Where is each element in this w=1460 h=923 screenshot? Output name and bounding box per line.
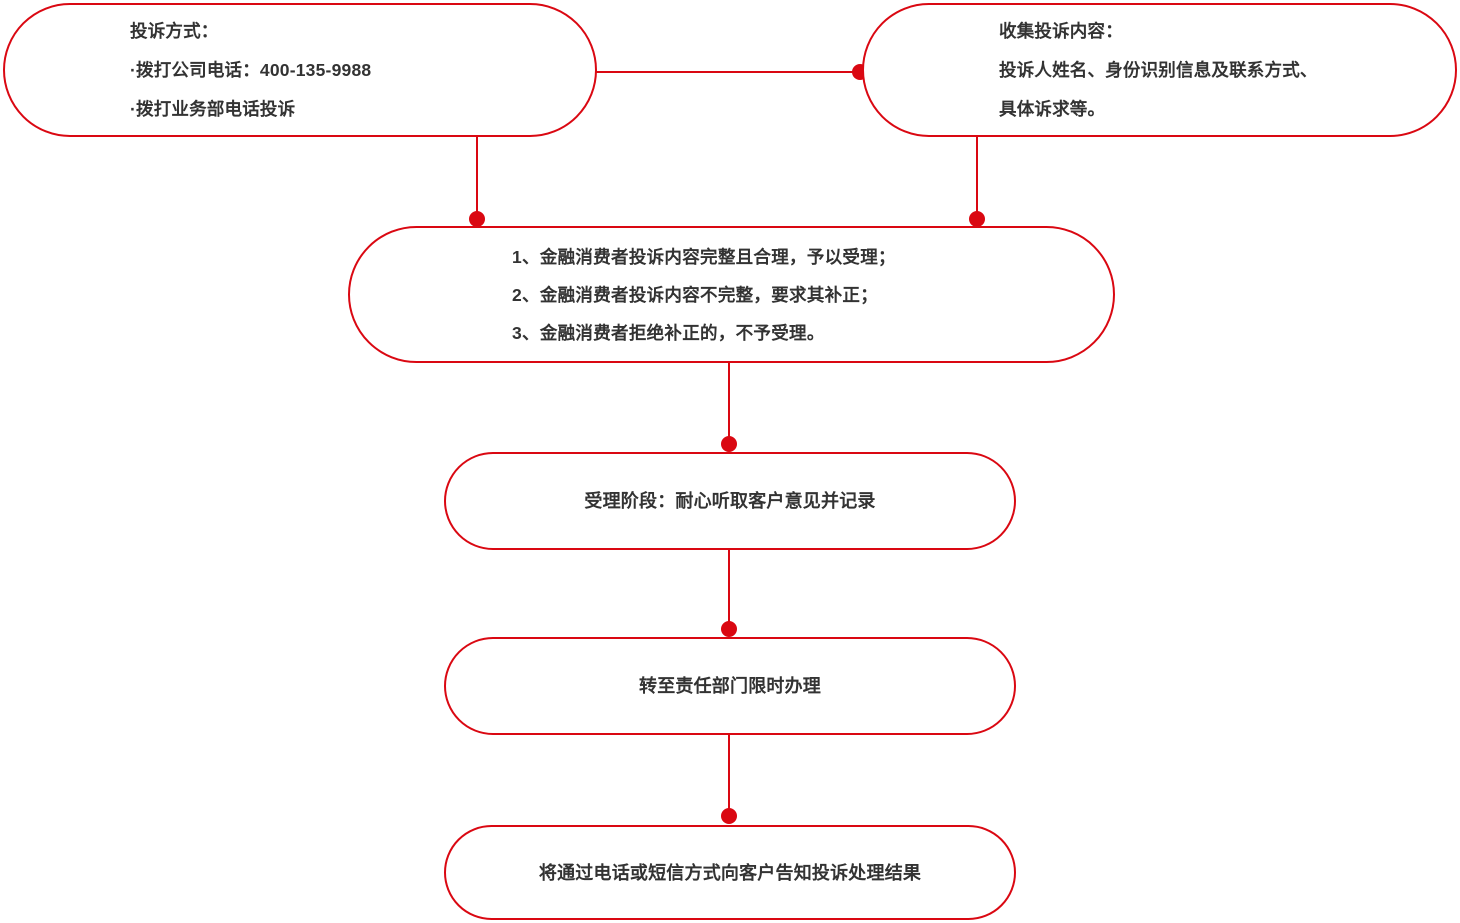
node-notify-complaint-result-text: 将通过电话或短信方式向客户告知投诉处理结果 (446, 854, 1014, 892)
node-acceptance-rules-line-1: 1、金融消费者投诉内容完整且合理，予以受理； (512, 246, 896, 267)
edge-dot-channels-to-rules (469, 211, 485, 227)
node-complaint-channels-line-3: ·拨打业务部电话投诉 (130, 98, 296, 119)
edge-dot-transfer-to-notify (721, 808, 737, 824)
node-acceptance-rules-text: 1、金融消费者投诉内容完整且合理，予以受理； 2、金融消费者投诉内容不完整，要求… (512, 238, 1113, 352)
node-collect-complaint-content-text: 收集投诉内容： 投诉人姓名、身份识别信息及联系方式、 具体诉求等。 (999, 12, 1455, 129)
node-complaint-channels-line-2: ·拨打公司电话：400-135-9988 (130, 59, 372, 80)
node-acceptance-rules: 1、金融消费者投诉内容完整且合理，予以受理； 2、金融消费者投诉内容不完整，要求… (348, 226, 1115, 363)
node-acceptance-stage: 受理阶段：耐心听取客户意见并记录 (444, 452, 1016, 550)
node-notify-complaint-result: 将通过电话或短信方式向客户告知投诉处理结果 (444, 825, 1016, 920)
node-complaint-channels-line-1: 投诉方式： (130, 20, 219, 41)
edge-dot-stage-to-transfer (721, 621, 737, 637)
node-complaint-channels-text: 投诉方式： ·拨打公司电话：400-135-9988 ·拨打业务部电话投诉 (130, 12, 595, 129)
node-acceptance-rules-line-2: 2、金融消费者投诉内容不完整，要求其补正； (512, 284, 879, 305)
node-complaint-channels: 投诉方式： ·拨打公司电话：400-135-9988 ·拨打业务部电话投诉 (3, 3, 597, 137)
node-acceptance-stage-line-1: 受理阶段：耐心听取客户意见并记录 (584, 491, 876, 511)
node-notify-complaint-result-line-1: 将通过电话或短信方式向客户告知投诉处理结果 (538, 862, 922, 883)
node-transfer-to-department-text: 转至责任部门限时办理 (446, 667, 1014, 705)
node-transfer-to-department-line-1: 转至责任部门限时办理 (639, 676, 821, 696)
node-collect-complaint-content-line-2: 投诉人姓名、身份识别信息及联系方式、 (999, 59, 1318, 80)
node-collect-complaint-content: 收集投诉内容： 投诉人姓名、身份识别信息及联系方式、 具体诉求等。 (862, 3, 1457, 137)
edge-dot-collect-to-rules (969, 211, 985, 227)
node-transfer-to-department: 转至责任部门限时办理 (444, 637, 1016, 735)
node-collect-complaint-content-line-1: 收集投诉内容： (999, 20, 1123, 41)
node-acceptance-stage-text: 受理阶段：耐心听取客户意见并记录 (446, 482, 1014, 520)
edge-dot-rules-to-stage (721, 436, 737, 452)
node-acceptance-rules-line-3: 3、金融消费者拒绝补正的，不予受理。 (512, 322, 825, 343)
node-collect-complaint-content-line-3: 具体诉求等。 (999, 98, 1106, 119)
